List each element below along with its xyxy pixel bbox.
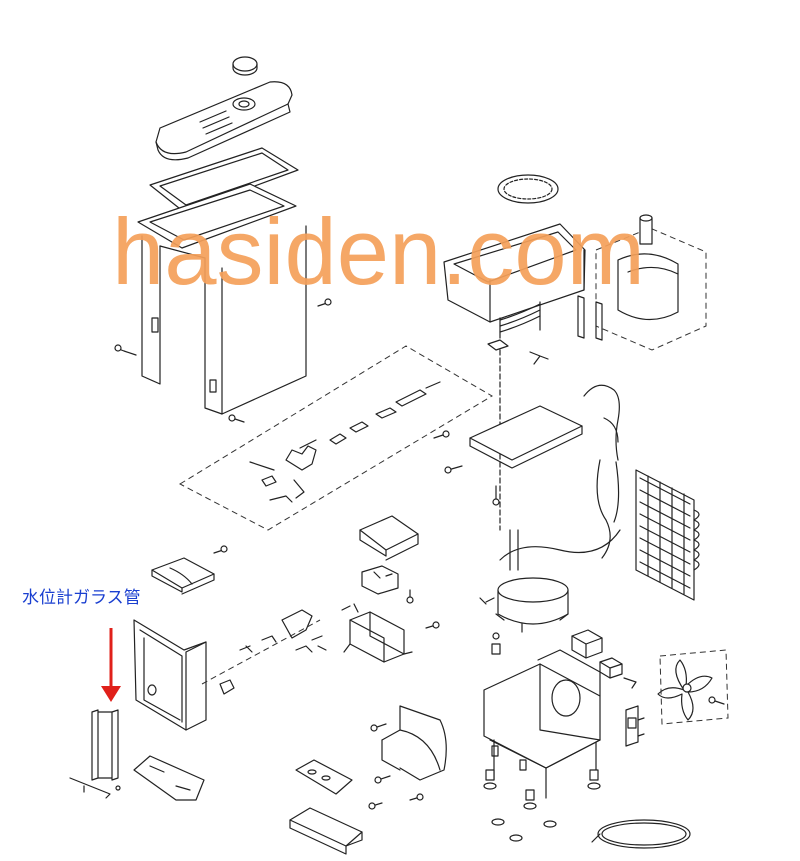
screw-icon <box>114 298 725 810</box>
control-box-icon <box>341 515 419 663</box>
cap-icon <box>232 56 258 76</box>
condenser-icon <box>499 384 700 601</box>
water-tank-front-icon <box>133 619 207 731</box>
callout-arrow <box>101 628 121 702</box>
callout-label: 水位計ガラス管 <box>22 588 141 608</box>
cabinet-icon <box>141 225 307 415</box>
fan-motor-icon <box>625 705 645 747</box>
drain-cover-icon <box>289 759 363 855</box>
cord-icon <box>591 819 691 849</box>
compressor-icon <box>479 529 569 655</box>
relay-icon <box>571 629 637 689</box>
bracket-icon <box>151 557 215 595</box>
lid-icon <box>155 81 293 161</box>
foot-icon <box>483 769 601 842</box>
drip-tray-icon <box>469 405 583 469</box>
front-tray-icon <box>133 755 205 801</box>
ice-tank-icon <box>443 174 586 339</box>
watermark-text: hasiden.com <box>112 199 645 304</box>
gasket-icon <box>137 147 299 249</box>
small-parts-icon <box>201 609 327 695</box>
fan-blade-icon <box>657 649 729 725</box>
duct-icon <box>381 705 447 781</box>
valve-assembly-icon <box>178 345 493 531</box>
level-glass-tube-icon <box>69 709 121 799</box>
base-frame-icon <box>483 649 601 799</box>
storage-bin-icon <box>577 214 707 351</box>
